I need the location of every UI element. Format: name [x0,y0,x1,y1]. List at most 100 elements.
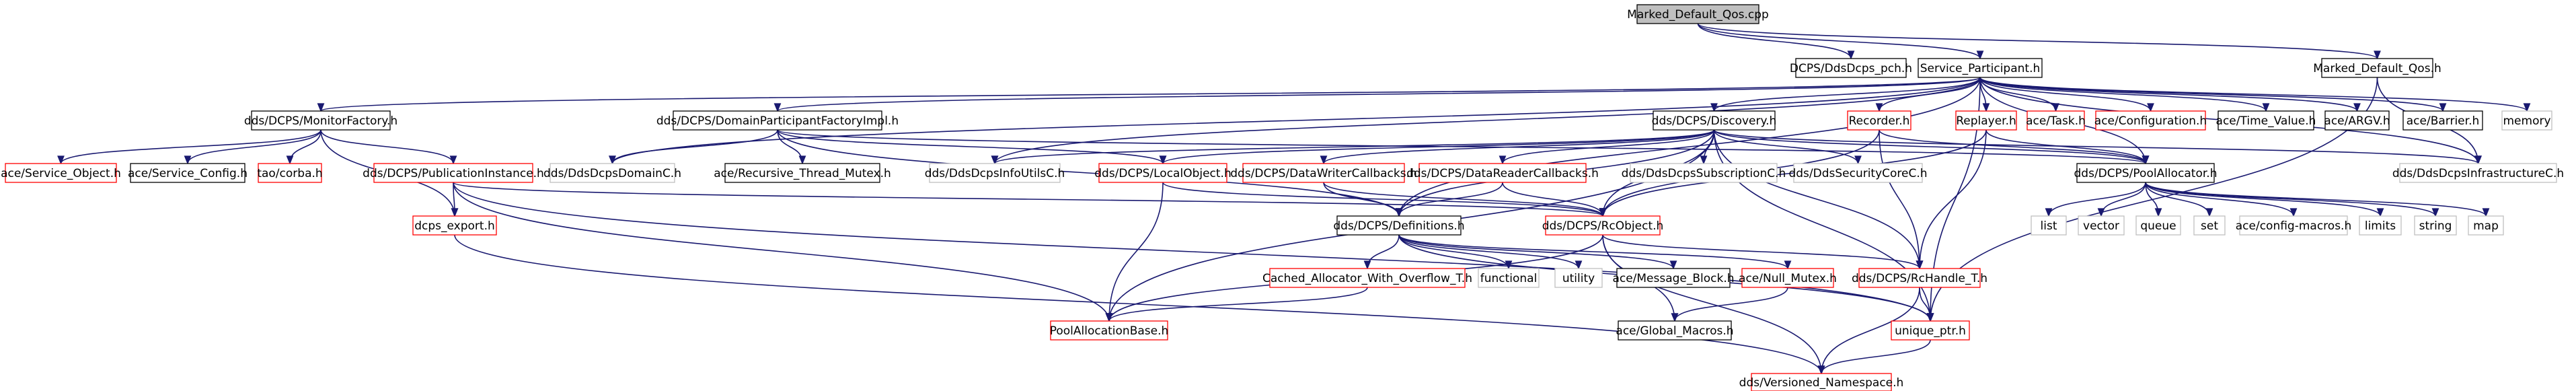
edge-dpfi-to-lo [777,129,1167,165]
node-dds-dcps-domainparticipantfactoryimpl-h[interactable]: dds/DCPS/DomainParticipantFactoryImpl.h [656,110,899,131]
node-service-participant-h[interactable]: Service_Participant.h [1918,58,2043,78]
graph-edges [57,23,2531,375]
node-marked-default-qos-h[interactable]: Marked_Default_Qos.h [2313,58,2441,78]
node-ace-null-mutex-h[interactable]: ace/Null_Mutex.h [1739,268,1837,288]
node-ace-message-block-h[interactable]: ace/Message_Block.h [1612,268,1735,288]
edge-lo-to-pab [1105,182,1164,322]
edge-disc-to-dwc [1320,129,1715,165]
node-list: list [2031,215,2067,236]
node-box [1418,163,1587,183]
node-poolallocationbase-h[interactable]: PoolAllocationBase.h [1050,320,1169,341]
edge-mf-to-so [57,129,321,165]
node-label: Marked_Default_Qos.cpp [1627,8,1769,22]
node-box [1630,163,1778,183]
node-label: dds/DCPS/DomainParticipantFactoryImpl.h [656,114,899,128]
node-label: ace/Null_Mutex.h [1739,272,1837,285]
node-dds-dcps-monitorfactory-h[interactable]: dds/DCPS/MonitorFactory.h [244,110,397,131]
node-replayer-h[interactable]: Replayer.h [1955,110,2017,131]
node-ace-service-config-h[interactable]: ace/Service_Config.h [128,163,248,183]
node-dds-dcps-datareadercallbacks-h[interactable]: dds/DCPS/DataReaderCallbacks.h [1406,163,1599,183]
node-label: ace/Service_Object.h [1,167,121,180]
node-box [1545,215,1661,236]
node-dds-dcps-localobject-h[interactable]: dds/DCPS/LocalObject.h [1094,163,1232,183]
node-box [1891,320,1970,341]
node-box [2414,215,2457,236]
node-label: tao/corba.h [257,167,322,180]
node-box [1554,268,1603,288]
node-box [2135,215,2181,236]
edge-pa-to-set [2145,182,2213,217]
node-ace-barrier-h[interactable]: ace/Barrier.h [2402,110,2483,131]
node-box [929,163,1061,183]
node-label: dds/DdsDcpsInfrastructureC.h [2392,167,2564,180]
node-set: set [2193,215,2226,236]
node-ace-configuration-h[interactable]: ace/Configuration.h [2094,110,2207,131]
node-dds-dcps-poolallocator-h[interactable]: dds/DCPS/PoolAllocator.h [2074,163,2218,183]
node-box [1918,58,2043,78]
edge-root-to-mdqh [1697,23,2381,60]
node-box [1618,320,1732,341]
edge-defs-to-nm [1398,234,1792,270]
edge-mf-to-pi [320,129,457,165]
node-label: Service_Participant.h [1920,62,2041,75]
node-label: dds/DCPS/PublicationInstance.h [363,167,544,180]
node-vector: vector [2078,215,2125,236]
node-box [673,110,882,131]
node-dds-dcps-rchandle-t-h[interactable]: dds/DCPS/RcHandle_T.h [1852,268,1987,288]
node-ace-config-macros-h: ace/config-macros.h [2236,215,2351,236]
edge-pa-to-list [2045,182,2146,217]
node-dds-ddsdcpsinfoutilsc-h: dds/DdsDcpsInfoUtilsC.h [925,163,1065,183]
node-cached-allocator-with-overflow-t-h[interactable]: Cached_Allocator_With_Overflow_T.h [1262,268,1472,288]
node-label: dds/DCPS/PoolAllocator.h [2074,167,2218,180]
node-dds-ddsdcpssubscriptionc-h: dds/DdsDcpsSubscriptionC.h [1622,163,1786,183]
edge-sp-to-tv [1979,77,2270,112]
node-box [1793,163,1923,183]
node-label: list [2041,219,2057,233]
node-label: ace/ARGV.h [2324,114,2390,128]
edge-dexp-to-vn [454,234,1825,375]
node-box [1269,268,1466,288]
node-box [1847,110,1911,131]
node-unique-ptr-h[interactable]: unique_ptr.h [1891,320,1970,341]
edge-dpfi-to-ddc [609,129,778,165]
node-box [1741,268,1834,288]
edge-pi-to-pab [453,182,1113,322]
node-box [2031,215,2067,236]
node-marked-default-qos-cpp[interactable]: Marked_Default_Qos.cpp [1627,4,1769,24]
node-ace-global-macros-h[interactable]: ace/Global_Macros.h [1616,320,1734,341]
node-dcps-export-h[interactable]: dcps_export.h [412,215,497,236]
node-label: ace/Recursive_Thread_Mutex.h [714,167,891,180]
node-dds-dcps-rcobject-h[interactable]: dds/DCPS/RcObject.h [1542,215,1664,236]
node-label: dds/DCPS/LocalObject.h [1094,167,1232,180]
edge-sp-to-disc [1710,77,1981,112]
node-dcps-ddsdcps-pch-h[interactable]: DCPS/DdsDcps_pch.h [1790,58,1912,78]
node-dds-dcps-definitions-h[interactable]: dds/DCPS/Definitions.h [1333,215,1465,236]
node-box [1336,215,1462,236]
edge-pa-to-acm [2145,182,2298,217]
node-tao-corba-h[interactable]: tao/corba.h [257,163,323,183]
node-label: ace/Task.h [2026,114,2086,128]
node-dds-dcps-publicationinstance-h[interactable]: dds/DCPS/PublicationInstance.h [363,163,544,183]
node-recorder-h[interactable]: Recorder.h [1847,110,1911,131]
node-ace-service-object-h[interactable]: ace/Service_Object.h [1,163,121,183]
edge-sp-to-conf [1979,77,2154,112]
edge-disc-to-dinf [1713,129,2482,165]
node-dds-versioned-namespace-h[interactable]: dds/Versioned_Namespace.h [1739,373,1904,391]
node-dds-dcps-discovery-h[interactable]: dds/DCPS/Discovery.h [1652,110,1777,131]
edge-root-to-sp [1697,23,1984,60]
node-box [5,163,117,183]
node-label: dds/Versioned_Namespace.h [1739,376,1904,390]
edge-sp-to-mf [317,77,1981,112]
node-label: memory [2503,114,2550,128]
node-ace-task-h[interactable]: ace/Task.h [2026,110,2086,131]
node-ace-argv-h[interactable]: ace/ARGV.h [2324,110,2390,131]
node-box [2402,110,2483,131]
node-label: ace/Message_Block.h [1612,272,1734,285]
node-dds-dcps-datawritercallbacks-h[interactable]: dds/DCPS/DataWriterCallbacks.h [1230,163,1417,183]
node-label: utility [1562,272,1595,285]
node-ace-time-value-h[interactable]: ace/Time_Value.h [2216,110,2316,131]
node-ace-recursive-thread-mutex-h[interactable]: ace/Recursive_Thread_Mutex.h [714,163,891,183]
node-box [2218,110,2314,131]
graph-nodes: Marked_Default_Qos.cppDCPS/DdsDcps_pch.h… [1,4,2564,391]
